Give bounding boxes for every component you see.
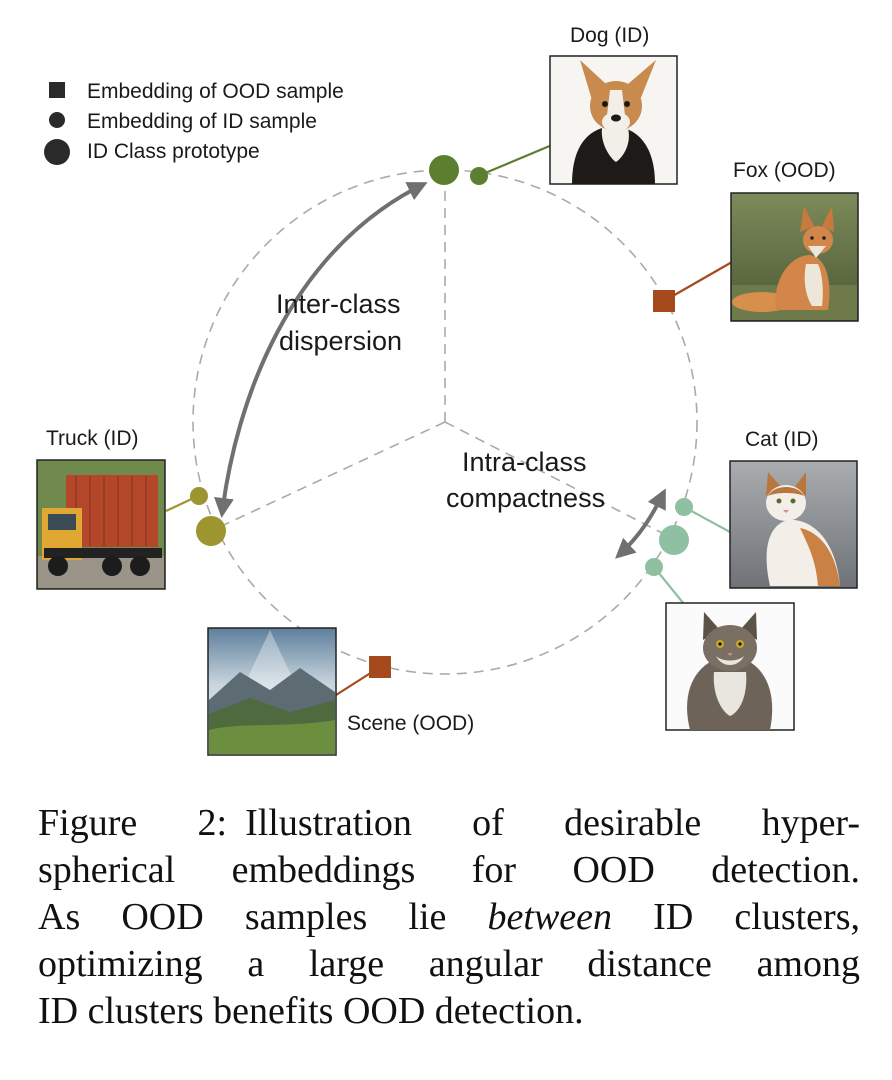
cat-id-sample-1 [675,498,693,516]
truck-id-sample [190,487,208,505]
fox-image [730,192,859,322]
truck-prototype [196,516,226,546]
cat-id-sample-2 [645,558,663,576]
caption-line-1: Figure 2: Illustration of desirable hyper… [38,800,860,847]
caption-line-3: As OOD samples lie between ID clusters, [38,894,860,941]
cat-prototype [659,525,689,555]
caption-line3-a: As OOD samples lie [38,896,488,938]
cat-id-image-2 [665,602,795,731]
caption-line-4: optimizing a large angular distance amon… [38,943,860,985]
hypersphere-circle [192,169,698,675]
scene-image [207,627,337,756]
legend: Embedding of OOD sample Embedding of ID … [44,80,344,165]
intra-class-label-line1: Intra-class [462,447,587,477]
caption-prefix: Figure 2: [38,802,228,844]
inter-class-arrow [214,182,428,518]
inter-class-label-line1: Inter-class [276,289,401,319]
connector-lines [165,143,733,696]
intra-class-arrow [615,488,666,559]
scene-label: Scene (OOD) [347,712,474,735]
dog-image [549,55,678,185]
dog-prototype [429,155,459,185]
caption-line-2: spherical embeddings for OOD detection. [38,849,860,891]
inter-class-label-line2: dispersion [279,326,402,356]
legend-square-icon [49,82,65,98]
cat-id-image [729,460,858,589]
intra-class-label-line2: compactness [446,483,605,513]
dog-label: Dog (ID) [570,24,649,47]
caption-line-5: ID clusters benefits OOD detection. [38,990,584,1032]
caption-line1-text: Illustration of desirable hyper- [245,802,860,844]
legend-ood-text: Embedding of OOD sample [87,80,344,103]
scene-ood-sample [369,656,391,678]
legend-small-dot-icon [49,112,65,128]
fox-ood-sample [653,290,675,312]
dog-id-sample [470,167,488,185]
caption-line3-b: ID clusters, [612,896,860,938]
legend-large-dot-icon [44,139,70,165]
truck-label: Truck (ID) [46,427,139,450]
embedding-diagram: Embedding of OOD sample Embedding of ID … [36,24,859,756]
fox-label: Fox (OOD) [733,159,836,182]
caption-line3-em: between [487,896,613,938]
truck-image [36,459,166,590]
cat-label: Cat (ID) [745,428,819,451]
legend-prototype-text: ID Class prototype [87,140,260,163]
figure-caption: Figure 2: Illustration of desirable hyper… [38,800,860,1035]
legend-id-text: Embedding of ID sample [87,110,317,133]
